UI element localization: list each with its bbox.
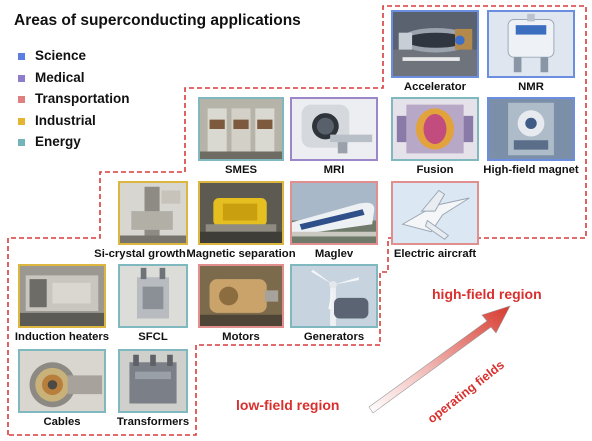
legend-swatch-energy	[18, 139, 25, 146]
high-field-magnet-image	[487, 97, 575, 161]
fusion-image	[391, 97, 479, 161]
motors-image	[198, 264, 284, 328]
transformers-label: Transformers	[116, 416, 190, 428]
generators-label: Generators	[303, 331, 365, 343]
legend-swatch-industrial	[18, 117, 25, 125]
maglev-label: Maglev	[314, 248, 354, 260]
low-field-region-label: low-field region	[236, 397, 340, 413]
electric-aircraft-image	[391, 181, 479, 245]
cables-image	[18, 349, 106, 413]
fusion-label: Fusion	[416, 164, 454, 176]
maglev-image	[290, 181, 378, 245]
smes-image	[198, 97, 284, 161]
induction-heaters-label: Induction heaters	[14, 331, 110, 343]
mri-label: MRI	[323, 164, 345, 176]
sfcl-image	[118, 264, 188, 328]
motors-label: Motors	[222, 331, 260, 343]
sfcl-label: SFCL	[138, 331, 168, 343]
nmr-image	[487, 10, 575, 78]
magnetic-separation-image	[198, 181, 284, 245]
legend-swatch-medical	[18, 74, 25, 82]
generators-image	[290, 264, 378, 328]
high-field-region-label: high-field region	[432, 286, 542, 302]
transformers-image	[118, 349, 188, 413]
diagram-title: Areas of superconducting applications	[14, 12, 301, 29]
induction-heaters-image	[18, 264, 106, 328]
si-crystal-growth-label: Si-crystal growth	[94, 248, 186, 260]
accelerator-label: Accelerator	[403, 81, 467, 93]
high-field-magnet-label: High-field magnet	[483, 164, 579, 176]
mri-image	[290, 97, 378, 161]
smes-label: SMES	[224, 164, 258, 176]
electric-aircraft-label: Electric aircraft	[393, 248, 477, 260]
cables-label: Cables	[43, 416, 81, 428]
legend-swatch-science	[18, 53, 25, 60]
legend-swatch-transportation	[18, 96, 25, 103]
si-crystal-growth-image	[118, 181, 188, 245]
accelerator-image	[391, 10, 479, 78]
nmr-label: NMR	[518, 81, 544, 93]
magnetic-separation-label: Magnetic separation	[186, 248, 296, 260]
